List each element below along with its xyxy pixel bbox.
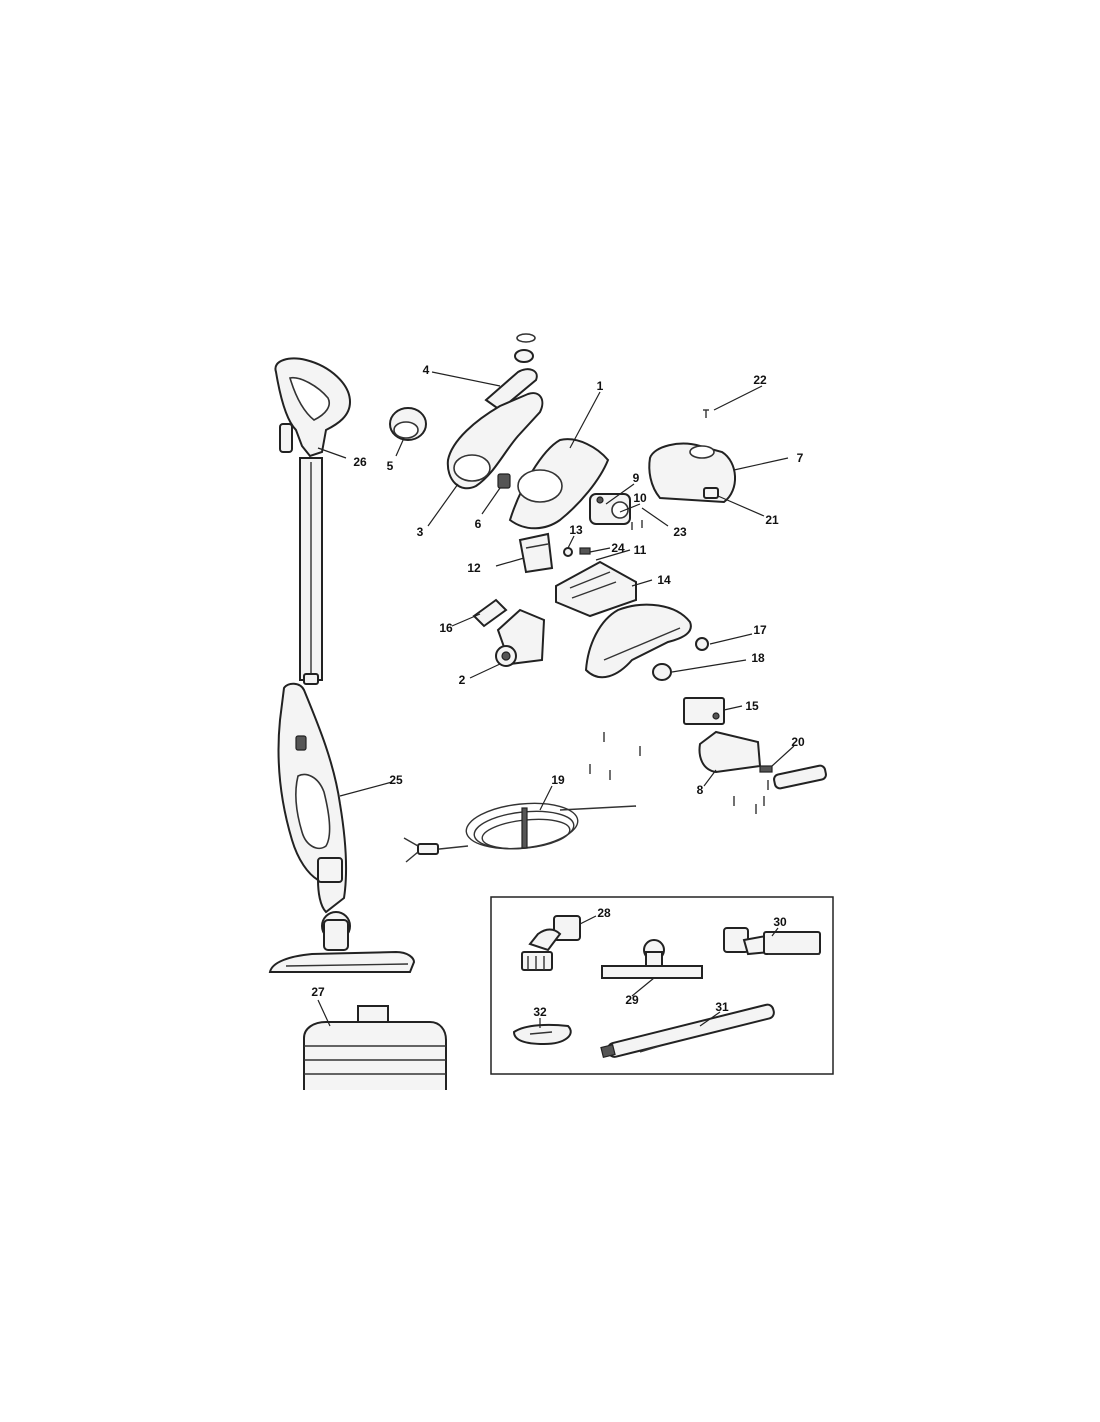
callout-2: 2	[459, 673, 466, 687]
callout-17: 17	[753, 623, 767, 637]
callout-12: 12	[467, 561, 481, 575]
callout-23: 23	[673, 525, 687, 539]
callout-27: 27	[311, 985, 325, 999]
part-18-knob	[652, 663, 672, 681]
part-2-pump	[495, 608, 546, 667]
callout-labels: 1 2 3 4 5 6 7 8 9 10 11 12 13 14 15 16 1…	[311, 363, 805, 1019]
callout-5: 5	[387, 459, 394, 473]
part-13-washer	[563, 547, 573, 557]
loose-screws	[589, 732, 769, 814]
callout-26: 26	[353, 455, 367, 469]
callout-9: 9	[633, 471, 640, 485]
part-4-top-cover	[484, 333, 538, 412]
callout-11: 11	[634, 543, 647, 557]
part-25-main-body	[268, 682, 416, 973]
part-26-handle-pole	[274, 357, 352, 685]
callout-1: 1	[597, 379, 604, 393]
part-30-flat-brush	[723, 927, 821, 956]
callout-30: 30	[773, 915, 787, 929]
callout-6: 6	[475, 517, 482, 531]
callout-14: 14	[657, 573, 671, 587]
callout-22: 22	[753, 373, 767, 387]
part-23-screws	[631, 520, 643, 530]
callout-25: 25	[389, 773, 403, 787]
callout-13: 13	[569, 523, 583, 537]
callout-19: 19	[551, 773, 565, 787]
callout-21: 21	[765, 513, 779, 527]
accessories-frame	[490, 896, 834, 1075]
part-6-nut	[497, 473, 511, 489]
callout-29: 29	[625, 993, 639, 1007]
part-24-spring	[579, 547, 591, 555]
callout-7: 7	[797, 451, 804, 465]
part-27-water-tank	[303, 1005, 447, 1090]
part-21-clip	[703, 487, 719, 499]
part-5-cap	[389, 407, 427, 441]
leader-lines	[317, 371, 795, 1028]
part-22-screw	[703, 409, 709, 418]
part-14-chassis	[555, 560, 637, 618]
callout-3: 3	[417, 525, 424, 539]
part-12-housing-piece	[518, 532, 554, 574]
callout-31: 31	[715, 1000, 729, 1014]
part-28-angled-brush	[521, 915, 581, 971]
callout-4: 4	[423, 363, 430, 377]
callout-20: 20	[791, 735, 805, 749]
callout-28: 28	[597, 906, 611, 920]
part-20-spring-nozzle	[759, 764, 827, 790]
part-29-floor-tool	[601, 939, 703, 979]
callout-15: 15	[745, 699, 759, 713]
callout-32: 32	[533, 1005, 547, 1019]
part-8-base-plate	[698, 730, 762, 774]
part-17-nut	[695, 637, 709, 651]
part-31-lance-nozzle	[600, 1003, 775, 1059]
part-3-handle-frame	[446, 392, 544, 490]
part-9-motor	[589, 493, 631, 525]
part-15-plate	[683, 697, 725, 725]
part-16-board	[472, 598, 508, 628]
callout-18: 18	[751, 651, 765, 665]
part-32-cloth-pad	[512, 1023, 572, 1046]
callout-10: 10	[633, 491, 647, 505]
lower-shell	[584, 603, 692, 679]
callout-24: 24	[611, 541, 625, 555]
part-1-upper-housing	[508, 438, 610, 530]
part-19-power-cord	[403, 802, 637, 863]
callout-16: 16	[439, 621, 453, 635]
part-7-rear-housing	[648, 442, 737, 504]
callout-8: 8	[697, 783, 704, 797]
